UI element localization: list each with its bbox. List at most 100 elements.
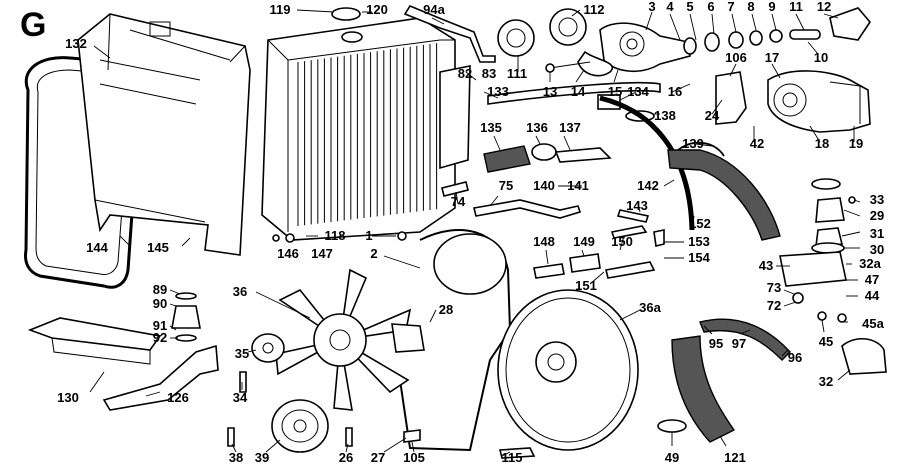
part-label-15: 15: [608, 84, 622, 99]
part-label-47: 47: [865, 272, 879, 287]
gasket-112: [549, 8, 587, 46]
part-label-43: 43: [759, 258, 773, 273]
part-label-42: 42: [750, 136, 764, 151]
thermostat-31: [815, 227, 844, 247]
part-label-1: 1: [365, 228, 372, 243]
part-label-38: 38: [229, 450, 243, 465]
part-label-10: 10: [814, 50, 828, 65]
bracket-126: [102, 344, 219, 411]
part-label-82: 82: [458, 66, 472, 81]
part-label-121: 121: [724, 450, 746, 465]
part-label-32a: 32a: [859, 256, 881, 271]
part-label-133: 133: [487, 84, 509, 99]
part-label-135: 135: [480, 120, 502, 135]
pump-housing-18: [767, 70, 871, 133]
part-label-148: 148: [533, 234, 555, 249]
leader-lines: [89, 9, 861, 457]
part-label-150: 150: [611, 234, 633, 249]
part-label-14: 14: [571, 84, 586, 99]
part-label-18: 18: [815, 136, 829, 151]
part-label-153: 153: [688, 234, 710, 249]
part-label-45a: 45a: [862, 316, 884, 331]
parts-drawing: [24, 5, 887, 459]
part-label-149: 149: [573, 234, 595, 249]
part-label-13: 13: [543, 84, 557, 99]
hose-121: [671, 335, 736, 443]
part-label-24: 24: [705, 108, 720, 123]
part-label-90: 90: [153, 296, 167, 311]
part-label-83: 83: [482, 66, 496, 81]
radiator-cap-119: [331, 7, 361, 21]
part-label-134: 134: [627, 84, 649, 99]
part-label-126: 126: [167, 390, 189, 405]
part-label-112: 112: [584, 2, 605, 17]
part-label-115: 115: [502, 450, 523, 465]
hose-135: [483, 145, 531, 173]
radiator-core-120: [261, 17, 471, 241]
part-label-44: 44: [865, 288, 880, 303]
part-label-74: 74: [451, 194, 466, 209]
part-label-39: 39: [255, 450, 269, 465]
part-label-9: 9: [768, 0, 775, 14]
part-label-72: 72: [767, 298, 781, 313]
section-letter: G: [20, 6, 46, 44]
pipe-142: [599, 95, 695, 231]
part-label-111: 111: [507, 66, 527, 81]
part-label-12: 12: [817, 0, 831, 14]
part-label-95: 95: [709, 336, 723, 351]
part-label-141: 141: [567, 178, 589, 193]
part-label-147: 147: [311, 246, 333, 261]
part-label-3: 3: [648, 0, 655, 14]
part-label-16: 16: [668, 84, 682, 99]
part-label-17: 17: [765, 50, 779, 65]
part-label-106: 106: [725, 50, 747, 65]
part-label-92: 92: [153, 330, 167, 345]
hub-35: [251, 333, 285, 363]
part-label-32: 32: [819, 374, 833, 389]
bracket-75: [473, 199, 582, 219]
part-label-49: 49: [665, 450, 679, 465]
part-label-97: 97: [732, 336, 746, 351]
part-label-137: 137: [559, 120, 581, 135]
part-label-29: 29: [870, 208, 884, 223]
part-label-143: 143: [626, 198, 648, 213]
part-label-154: 154: [688, 250, 710, 265]
part-label-45: 45: [819, 334, 833, 349]
part-label-136: 136: [526, 120, 548, 135]
mount-91: [171, 305, 201, 329]
thermostat-29: [815, 197, 845, 223]
part-label-35: 35: [235, 346, 249, 361]
part-label-151: 151: [575, 278, 597, 293]
part-label-105: 105: [403, 450, 425, 465]
part-label-118: 118: [325, 228, 346, 243]
part-label-140: 140: [533, 178, 555, 193]
part-label-139: 139: [682, 136, 704, 151]
part-label-144: 144: [86, 240, 108, 255]
part-label-145: 145: [147, 240, 169, 255]
part-label-26: 26: [339, 450, 353, 465]
part-label-130: 130: [57, 390, 79, 405]
hose-right: [667, 149, 781, 241]
housing-43: [779, 251, 847, 287]
part-label-33: 33: [870, 192, 884, 207]
part-label-120: 120: [366, 2, 388, 17]
part-label-19: 19: [849, 136, 863, 151]
water-pump-assembly: [577, 7, 872, 77]
part-label-27: 27: [371, 450, 385, 465]
part-label-96: 96: [788, 350, 802, 365]
part-label-138: 138: [654, 108, 676, 123]
part-label-34: 34: [233, 390, 248, 405]
part-label-142: 142: [637, 178, 659, 193]
part-label-152: 152: [689, 216, 711, 231]
part-label-28: 28: [439, 302, 453, 317]
part-label-73: 73: [767, 280, 781, 295]
part-label-89: 89: [153, 282, 167, 297]
pulley-39: [271, 399, 329, 453]
part-label-31: 31: [870, 226, 884, 241]
part-label-36a: 36a: [639, 300, 661, 315]
thermostat-housing-106: [715, 71, 747, 125]
part-label-36: 36: [233, 284, 247, 299]
hose-133: [487, 81, 661, 105]
part-label-146: 146: [277, 246, 299, 261]
part-label-91: 91: [153, 318, 167, 333]
